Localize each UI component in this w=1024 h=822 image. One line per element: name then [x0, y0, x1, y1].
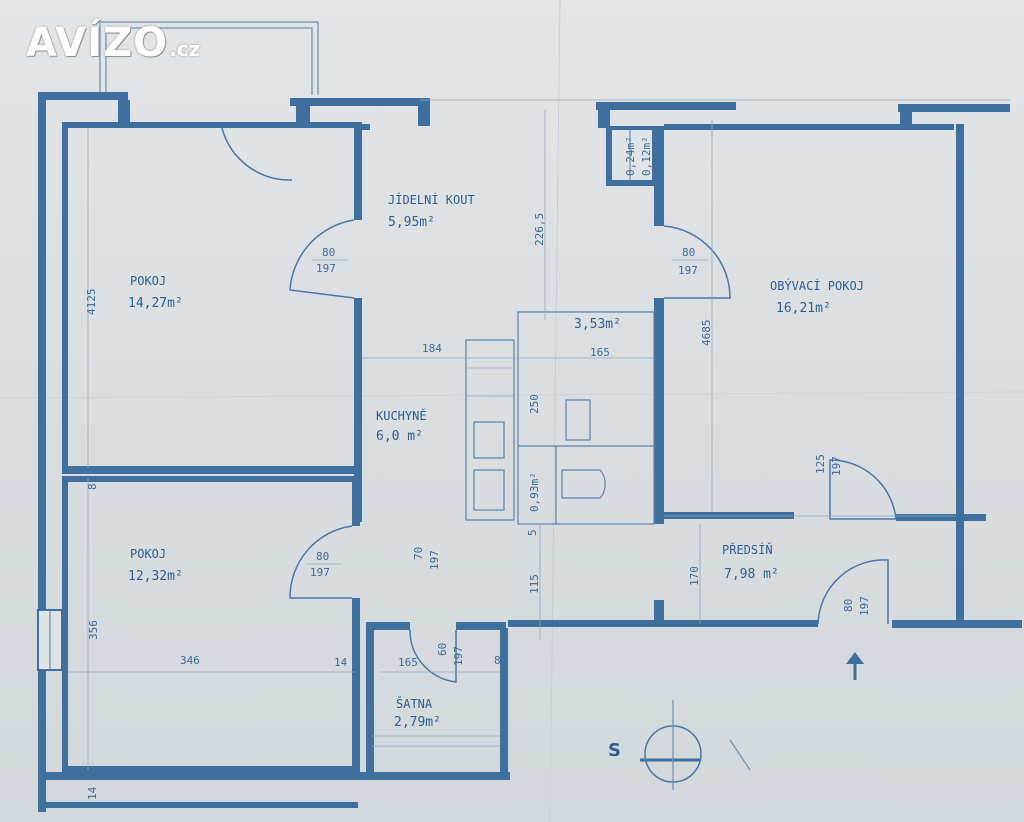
door-width-6: 80 [842, 599, 855, 612]
compass-icon [640, 700, 751, 790]
door-width-1: 80 [322, 246, 335, 259]
dim-bedroom1-depth: 4125 [85, 289, 98, 316]
dim-bedroom2-depth: 356 [87, 620, 100, 640]
shaft-interior [612, 130, 652, 180]
room-area-niche2: 0,12m² [640, 136, 653, 176]
dim-bedroom2-width: 346 [180, 654, 200, 667]
room-area-kitchen: 6,0 m² [376, 429, 423, 444]
dim-living-depth: 4685 [700, 320, 713, 347]
entrance-arrow-icon [846, 652, 864, 680]
closet-shelving [372, 735, 500, 747]
door-width-3: 80 [316, 550, 329, 563]
dim-wall-8b: 8 [494, 654, 501, 667]
dim-wall-8: 8 [86, 483, 99, 490]
door-height-2: 197 [678, 264, 698, 277]
door-height-4: 197 [428, 550, 441, 570]
avizo-logo: AVÍZO .cz [26, 20, 201, 66]
room-name-bedroom1: POKOJ [130, 274, 166, 288]
room-area-dining: 5,95m² [388, 215, 435, 230]
room-area-bedroom2: 12,32m² [128, 569, 183, 584]
dim-bath-width: 165 [590, 346, 610, 359]
bathroom-fixtures [465, 311, 655, 525]
logo-text: AVÍZO [26, 20, 169, 66]
room-area-bath: 3,53m² [574, 317, 621, 332]
dim-wall-14b: 14 [86, 786, 99, 800]
dim-closet-165: 165 [398, 656, 418, 669]
dimension-lines [68, 99, 1010, 770]
door-height-1: 197 [316, 262, 336, 275]
room-name-kitchen: KUCHYNĚ [376, 408, 427, 423]
window-left [37, 609, 63, 671]
room-area-hall: 7,98 m² [724, 567, 779, 582]
interior-walls [62, 122, 986, 774]
fold-line [549, 0, 561, 822]
dim-dining-depth: 226,5 [533, 213, 546, 246]
balcony-outline-inner [105, 27, 313, 95]
logo-tld: .cz [169, 37, 201, 61]
room-name-dining: JÍDELNÍ KOUT [388, 192, 475, 207]
room-area-niche1: 0,24m² [624, 136, 637, 176]
exterior-walls [38, 92, 1022, 812]
door-height-7: 197 [830, 456, 843, 476]
fold-line [0, 391, 1024, 399]
room-name-bedroom2: POKOJ [130, 547, 166, 561]
door-width-7: 125 [814, 454, 827, 474]
dim-wall-14: 14 [334, 656, 348, 669]
door-height-5: 197 [452, 646, 465, 666]
dim-wall-5: 5 [526, 529, 539, 536]
door-width-4: 70 [412, 547, 425, 560]
compass-label: S [608, 740, 621, 761]
door-swings [221, 127, 897, 683]
door-height-3: 197 [310, 566, 330, 579]
room-name-living: OBÝVACÍ POKOJ [770, 278, 864, 293]
room-area-wc: 0,93m² [528, 472, 541, 512]
door-width-2: 80 [682, 246, 695, 259]
dim-kitchen-width: 184 [422, 342, 442, 355]
door-height-6: 197 [858, 596, 871, 616]
room-area-closet: 2,79m² [394, 715, 441, 730]
door-width-5: 60 [436, 643, 449, 656]
room-name-closet: ŠATNA [396, 696, 433, 711]
room-area-bedroom1: 14,27m² [128, 296, 183, 311]
balcony-outline [99, 21, 319, 95]
dim-corridor-115: 115 [528, 574, 541, 594]
room-area-living: 16,21m² [776, 301, 831, 316]
room-name-hall: PŘEDSÍŇ [722, 542, 773, 557]
dim-hall-170: 170 [688, 566, 701, 586]
dim-bath-depth: 250 [528, 394, 541, 414]
